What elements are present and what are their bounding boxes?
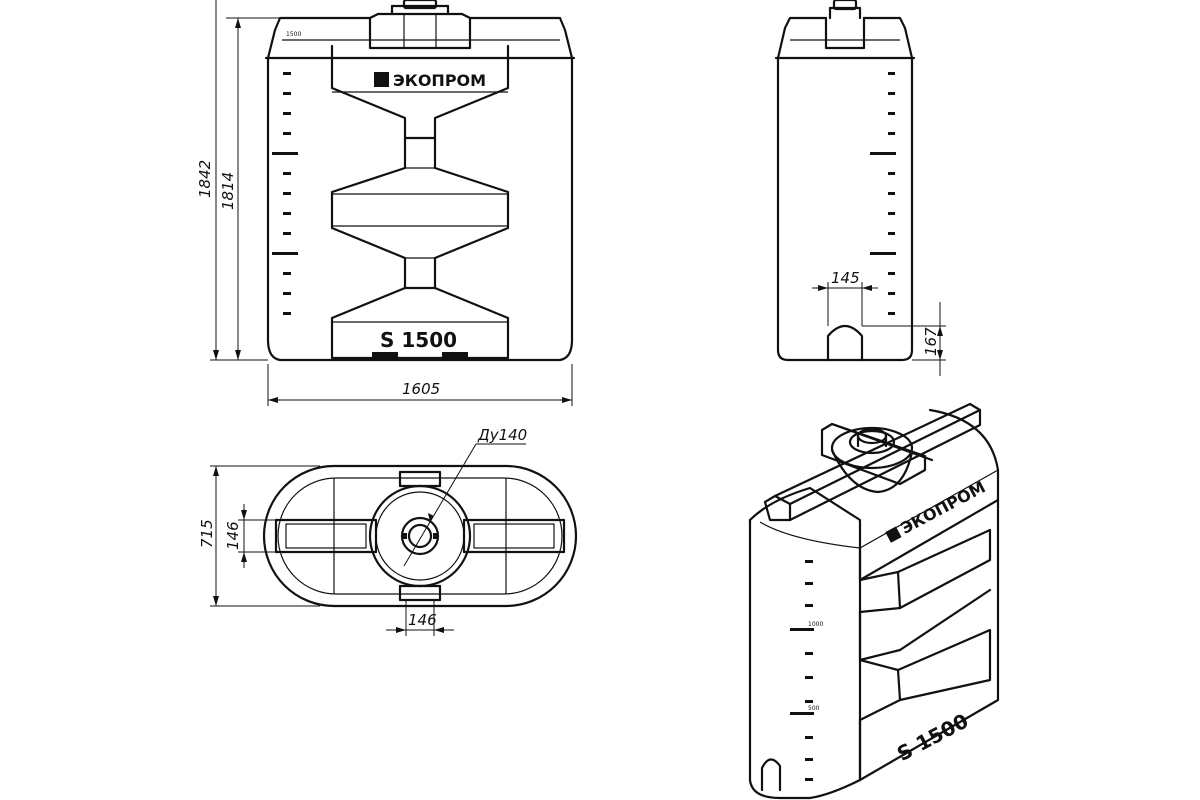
scale-label-top: 1500 [286,31,301,38]
side-dimensions: 145 167 [812,269,946,376]
dim-rib-width: 146 [408,611,437,629]
dim-height-total: 1842 [196,160,214,198]
side-scale-marks [870,72,896,315]
model-label-iso: S 1500 [893,709,972,766]
dim-outlet-width: 145 [831,269,860,287]
dim-width: 1605 [402,380,440,398]
brand-logo-front: ЭКОПРОМ [393,71,486,90]
front-view: ЭКОПРОМ S 1500 1500 [264,0,576,362]
top-dimensions: 715 146 146 Ду140 [198,426,527,636]
isometric-view: ЭКОПРОМ S 1500 1000 500 [748,402,1000,800]
iso-scale-marks: 1000 500 [790,560,823,781]
front-dimensions: 1842 1814 1605 [196,0,573,406]
dim-outlet-height: 167 [922,327,940,356]
dim-height-body: 1814 [219,172,237,210]
front-scale-marks: 1500 [272,31,301,315]
dim-depth: 715 [198,519,216,548]
brand-logo-iso: ЭКОПРОМ [898,477,989,537]
scale-label-mid: 1000 [808,621,823,628]
model-label-front: S 1500 [380,328,457,352]
top-view [262,464,578,608]
scale-label-low: 500 [808,705,820,712]
dim-neck: Ду140 [477,426,527,444]
dim-rib-height: 146 [224,521,242,550]
side-view [774,0,916,362]
